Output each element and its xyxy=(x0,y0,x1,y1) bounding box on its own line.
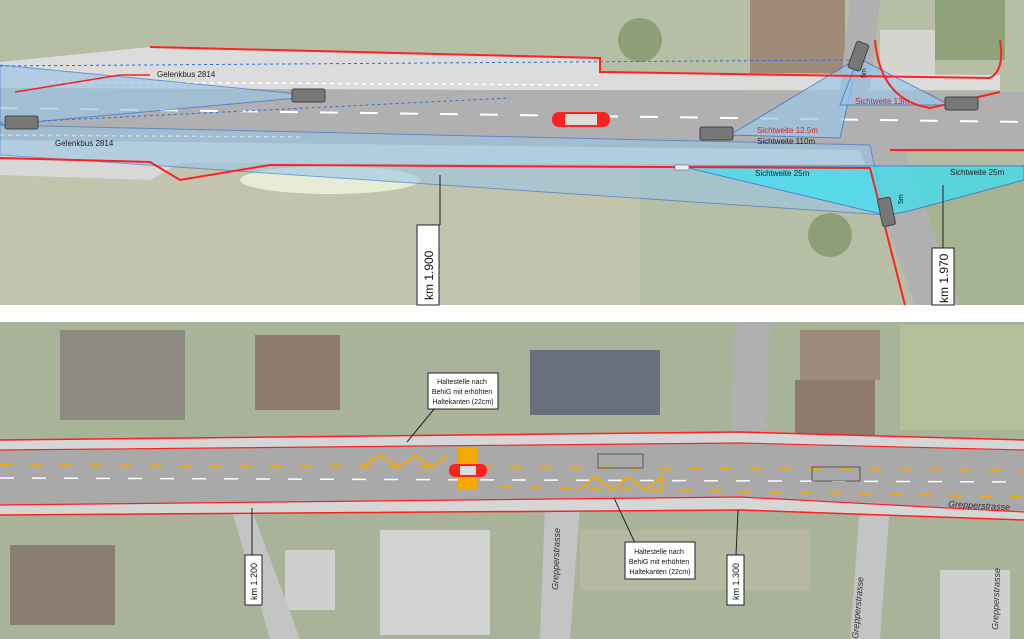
lane-marking xyxy=(0,477,1024,483)
km-leader xyxy=(735,509,739,556)
car-icon xyxy=(944,96,979,111)
car-icon xyxy=(847,40,870,72)
dimension-label: 5m xyxy=(861,68,868,78)
curb-line xyxy=(0,496,1024,513)
curb-line xyxy=(149,39,1003,80)
building xyxy=(940,570,1010,639)
lane-marking xyxy=(0,107,1024,123)
top-plan: Gelenkbus 2814 Gelenkbus 2814 Sichtweite… xyxy=(0,0,1024,306)
sight-area xyxy=(0,64,321,126)
building xyxy=(795,380,875,435)
curb-line xyxy=(0,431,1024,441)
dimension-label: 5m xyxy=(898,194,905,204)
sight-label-25m-right: Sichtweite 25m xyxy=(950,168,1005,177)
sight-label-110m: Sichtweite 110m xyxy=(757,137,815,146)
building xyxy=(285,550,335,610)
km-box xyxy=(726,554,745,606)
bus-label: Gelenkbus 2814 xyxy=(157,70,216,79)
street-label: Grepperstrasse xyxy=(948,499,1010,512)
km-box xyxy=(244,554,263,606)
km-label: km 1.900 xyxy=(422,250,436,300)
side-road-south xyxy=(540,505,580,639)
sight-line xyxy=(0,97,511,124)
car-icon xyxy=(877,196,896,228)
car-icon xyxy=(699,126,734,141)
km-label: km 1.300 xyxy=(731,563,741,600)
building xyxy=(750,0,845,80)
callout-text: Haltestelle nach BehiG mit erhöhten Halt… xyxy=(629,549,691,576)
car-icon xyxy=(4,115,39,130)
tree xyxy=(618,18,662,62)
side-road-north xyxy=(730,322,770,450)
field xyxy=(900,325,1024,430)
bus-stop-callout: Haltestelle nach BehiG mit erhöhten Halt… xyxy=(613,497,696,580)
sight-area-cyan xyxy=(679,165,1024,216)
main-road xyxy=(0,443,1024,512)
bus-stop-zigzag xyxy=(359,453,449,470)
callout-leader xyxy=(613,497,636,544)
sight-line xyxy=(0,59,851,67)
sight-label-12-5m: Sichtweite 12.5m xyxy=(757,126,818,135)
callout-leader xyxy=(406,407,436,443)
street-label: Grepperstrasse xyxy=(550,528,562,590)
callout-box xyxy=(624,541,696,580)
curb-line xyxy=(874,39,1001,110)
building xyxy=(60,330,185,420)
street-label: Grepperstrasse xyxy=(990,568,1002,630)
curb-line xyxy=(14,74,150,93)
tree xyxy=(808,213,852,257)
side-road-south xyxy=(850,505,890,639)
km-label: km 1.200 xyxy=(249,563,259,600)
sight-label-25m-left: Sichtweite 25m xyxy=(755,169,810,178)
sight-label-13m: Sichtweite 13m xyxy=(855,97,910,106)
yellow-marking xyxy=(0,464,1024,471)
garden xyxy=(935,0,1005,60)
callout-box xyxy=(427,372,499,410)
velo-symbol xyxy=(674,164,690,171)
curb-line xyxy=(0,442,1024,451)
bus-label: Gelenkbus 2814 xyxy=(55,139,114,148)
sight-area-right xyxy=(839,57,951,106)
building xyxy=(880,30,935,75)
building xyxy=(380,530,490,635)
traffic-island-inner xyxy=(460,466,476,475)
bus-outline xyxy=(811,466,861,482)
bus-outline xyxy=(597,453,644,469)
bus-stop-callout: Haltestelle nach BehiG mit erhöhten Halt… xyxy=(406,372,499,443)
curb-line xyxy=(0,509,1024,521)
km-box xyxy=(416,224,440,306)
car-icon xyxy=(291,88,326,103)
km-box xyxy=(931,247,955,306)
traffic-island-inner xyxy=(565,114,597,125)
sidewalk-north xyxy=(0,47,1000,90)
bus-stop-zigzag xyxy=(577,474,663,492)
building-solar xyxy=(530,350,660,415)
curb-line xyxy=(0,157,906,306)
side-road xyxy=(230,505,300,639)
building xyxy=(255,335,340,410)
callout-text: Haltestelle nach BehiG mit erhöhten Halt… xyxy=(432,379,494,406)
km-label: km 1.970 xyxy=(937,253,951,303)
bottom-plan: Haltestelle nach BehiG mit erhöhten Halt… xyxy=(0,322,1024,639)
building xyxy=(800,330,880,380)
building xyxy=(10,545,115,625)
